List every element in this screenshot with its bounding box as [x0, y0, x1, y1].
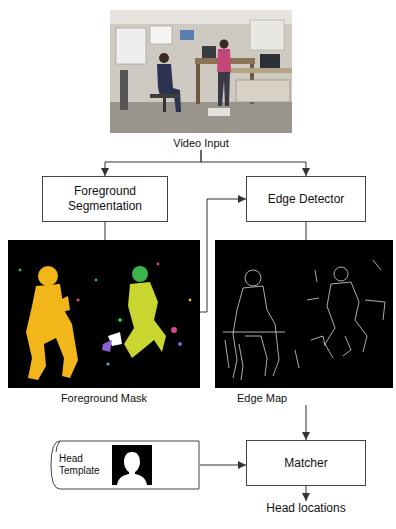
image-caption: Video Input [110, 137, 292, 150]
box-label: Foreground Segmentation [49, 184, 161, 214]
connector-arrow [105, 222, 106, 240]
output-text: Head locations [226, 501, 386, 516]
foreground-mask-image [8, 240, 200, 388]
video-frame [110, 10, 292, 133]
image-spacer [8, 240, 200, 388]
video-input-panel: Video Input [110, 10, 292, 150]
connector-arrow [200, 465, 246, 466]
foreground-mask-panel: Foreground Mask [8, 240, 200, 405]
connector-arrow [201, 150, 306, 176]
connector-arrow [306, 222, 307, 240]
image-spacer [215, 240, 393, 388]
edge-map-panel: Edge Map [215, 240, 393, 405]
image-caption: Edge Map [215, 392, 393, 405]
connector-arrow [306, 486, 307, 501]
connector-arrow [306, 405, 307, 440]
scroll-outline-path [51, 441, 199, 489]
template-label: Head Template [59, 453, 109, 477]
image-caption: Foreground Mask [8, 392, 200, 405]
process-box: Edge Detector [246, 176, 366, 222]
process-box: Foreground Segmentation [42, 176, 168, 222]
head-silhouette-icon [112, 445, 152, 485]
edge-map-image [215, 240, 393, 388]
process-box: Matcher [246, 440, 366, 486]
connector-arrow [105, 150, 201, 176]
connector-arrow [200, 199, 246, 312]
box-label: Matcher [284, 456, 327, 471]
template-text-block: Head Template [59, 453, 109, 477]
box-label: Edge Detector [268, 192, 345, 207]
template-scroll: Head Template [50, 440, 200, 490]
image-spacer [110, 10, 292, 133]
output-label: Head locations [226, 501, 386, 516]
